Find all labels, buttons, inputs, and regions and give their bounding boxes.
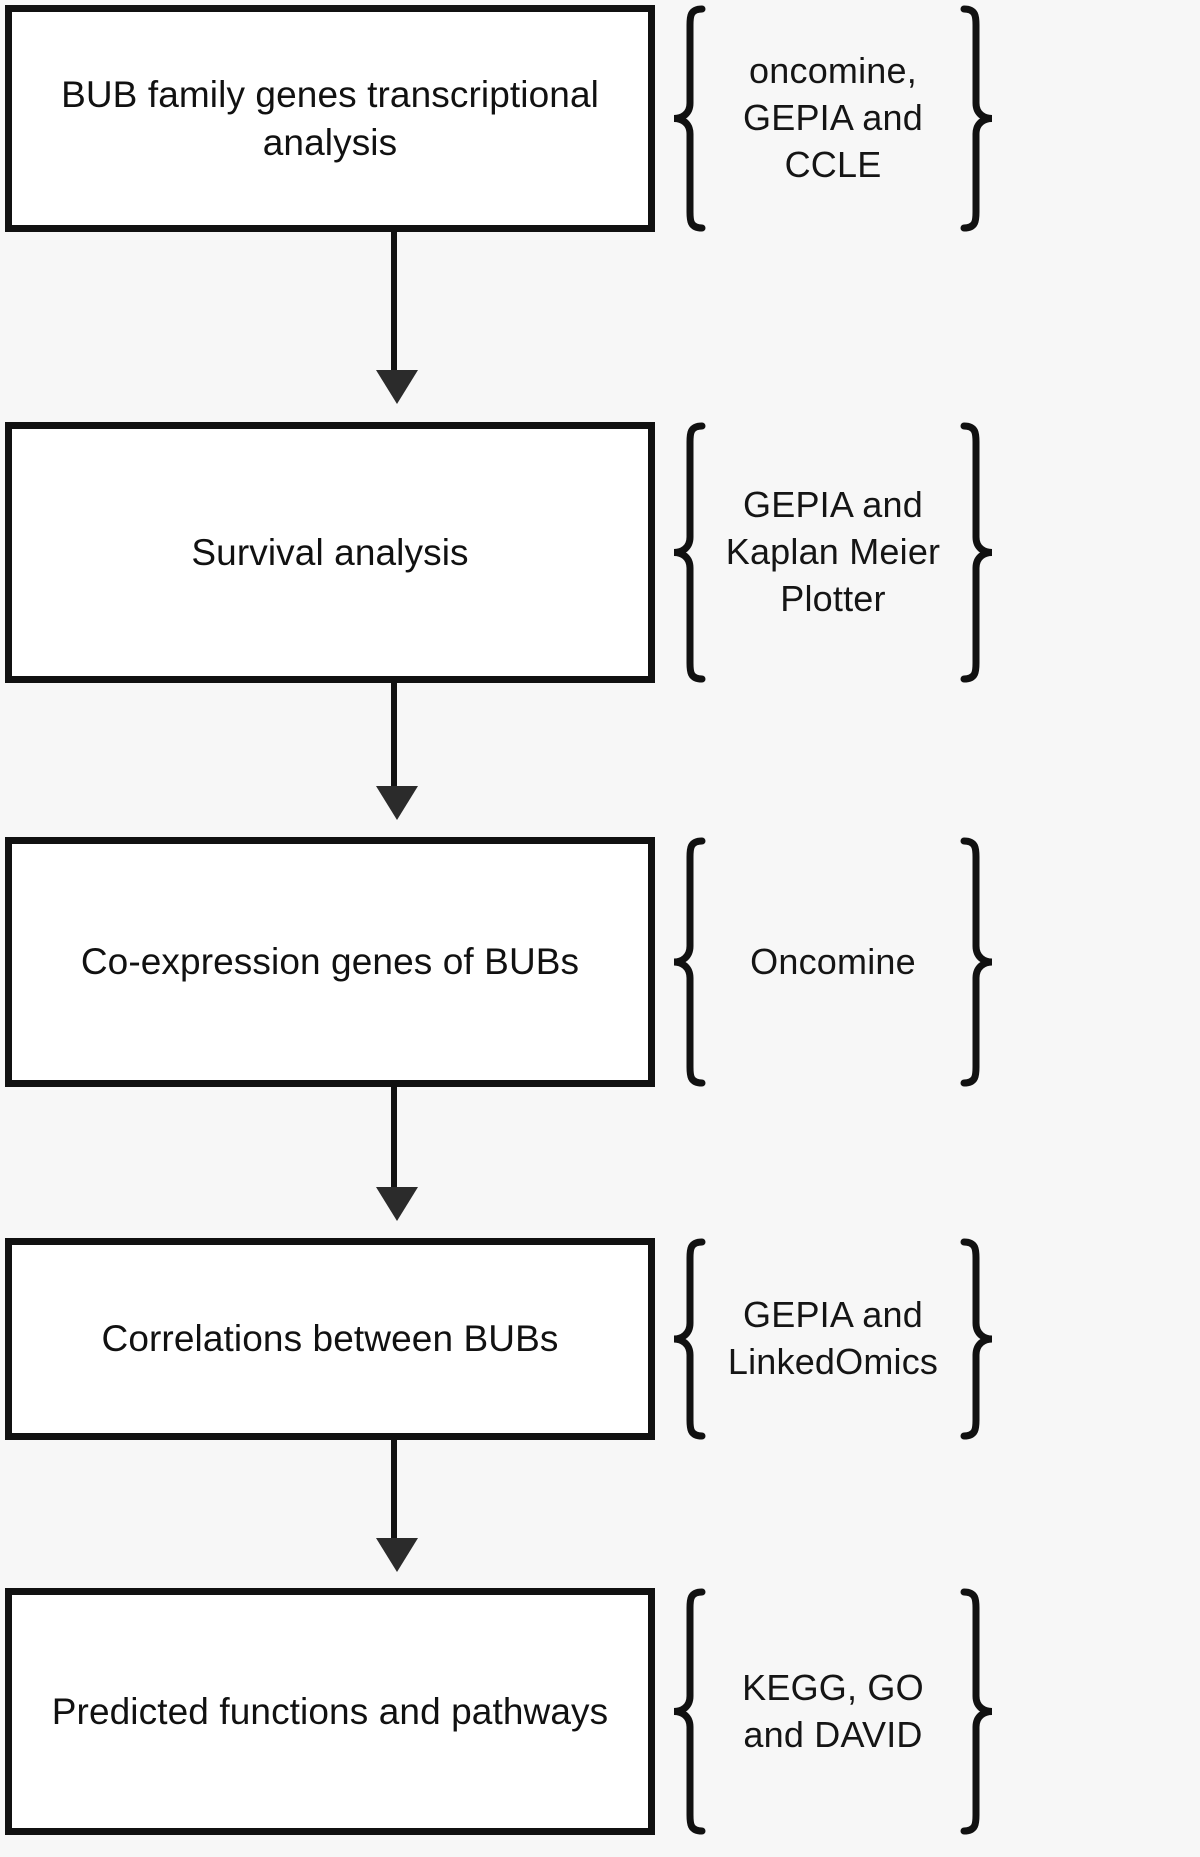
process-box-2[interactable]: Survival analysis [5,422,655,683]
down-arrow-icon [376,1538,418,1572]
right-curly-brace-icon [960,1588,993,1835]
annotation-group-3: Oncomine [668,837,998,1087]
annotation-group-4: GEPIA and LinkedOmics [668,1238,998,1440]
left-curly-brace-icon [673,5,706,232]
process-box-1[interactable]: BUB family genes transcriptional analysi… [5,5,655,232]
process-box-4[interactable]: Correlations between BUBs [5,1238,655,1440]
annotation-label-2: GEPIA and Kaplan Meier Plotter [725,484,941,619]
process-box-4-label: Correlations between BUBs [101,1318,559,1360]
left-curly-brace-icon [673,422,706,683]
right-curly-brace-icon [960,837,993,1087]
left-curly-brace-icon [673,1238,706,1440]
flow-stage-1: BUB family genes transcriptional analysi… [0,5,1200,232]
annotation-label-3: Oncomine [750,940,916,982]
flow-stage-4: Correlations between BUBs GEPIA and Link… [0,1238,1200,1440]
connector-line [391,1087,397,1189]
connector-line [391,683,397,788]
process-box-1-label: BUB family genes transcriptional analysi… [61,74,599,163]
process-box-5[interactable]: Predicted functions and pathways [5,1588,655,1835]
down-arrow-icon [376,1187,418,1221]
left-curly-brace-icon [673,837,706,1087]
flow-stage-3: Co-expression genes of BUBs Oncomine [0,837,1200,1087]
annotation-label-4: GEPIA and LinkedOmics [727,1294,939,1382]
annotation-group-5: KEGG, GO and DAVID [668,1588,998,1835]
left-curly-brace-icon [673,1588,706,1835]
down-arrow-icon [376,786,418,820]
connector-line [391,232,397,372]
annotation-label-5: KEGG, GO and DAVID [742,1666,924,1755]
flow-stage-5: Predicted functions and pathways KEGG, G… [0,1588,1200,1835]
process-box-3[interactable]: Co-expression genes of BUBs [5,837,655,1087]
process-box-5-label: Predicted functions and pathways [51,1690,609,1732]
right-curly-brace-icon [960,422,993,683]
annotation-group-1: oncomine, GEPIA and CCLE [668,5,998,232]
annotation-label-1: oncomine, GEPIA and CCLE [743,50,923,185]
connector-line [391,1440,397,1540]
right-curly-brace-icon [960,1238,993,1440]
process-box-2-label: Survival analysis [191,531,469,573]
flow-stage-2: Survival analysis GEPIA and Kaplan Meier… [0,422,1200,683]
down-arrow-icon [376,370,418,404]
process-box-3-label: Co-expression genes of BUBs [80,941,580,983]
annotation-group-2: GEPIA and Kaplan Meier Plotter [668,422,998,683]
right-curly-brace-icon [960,5,993,232]
